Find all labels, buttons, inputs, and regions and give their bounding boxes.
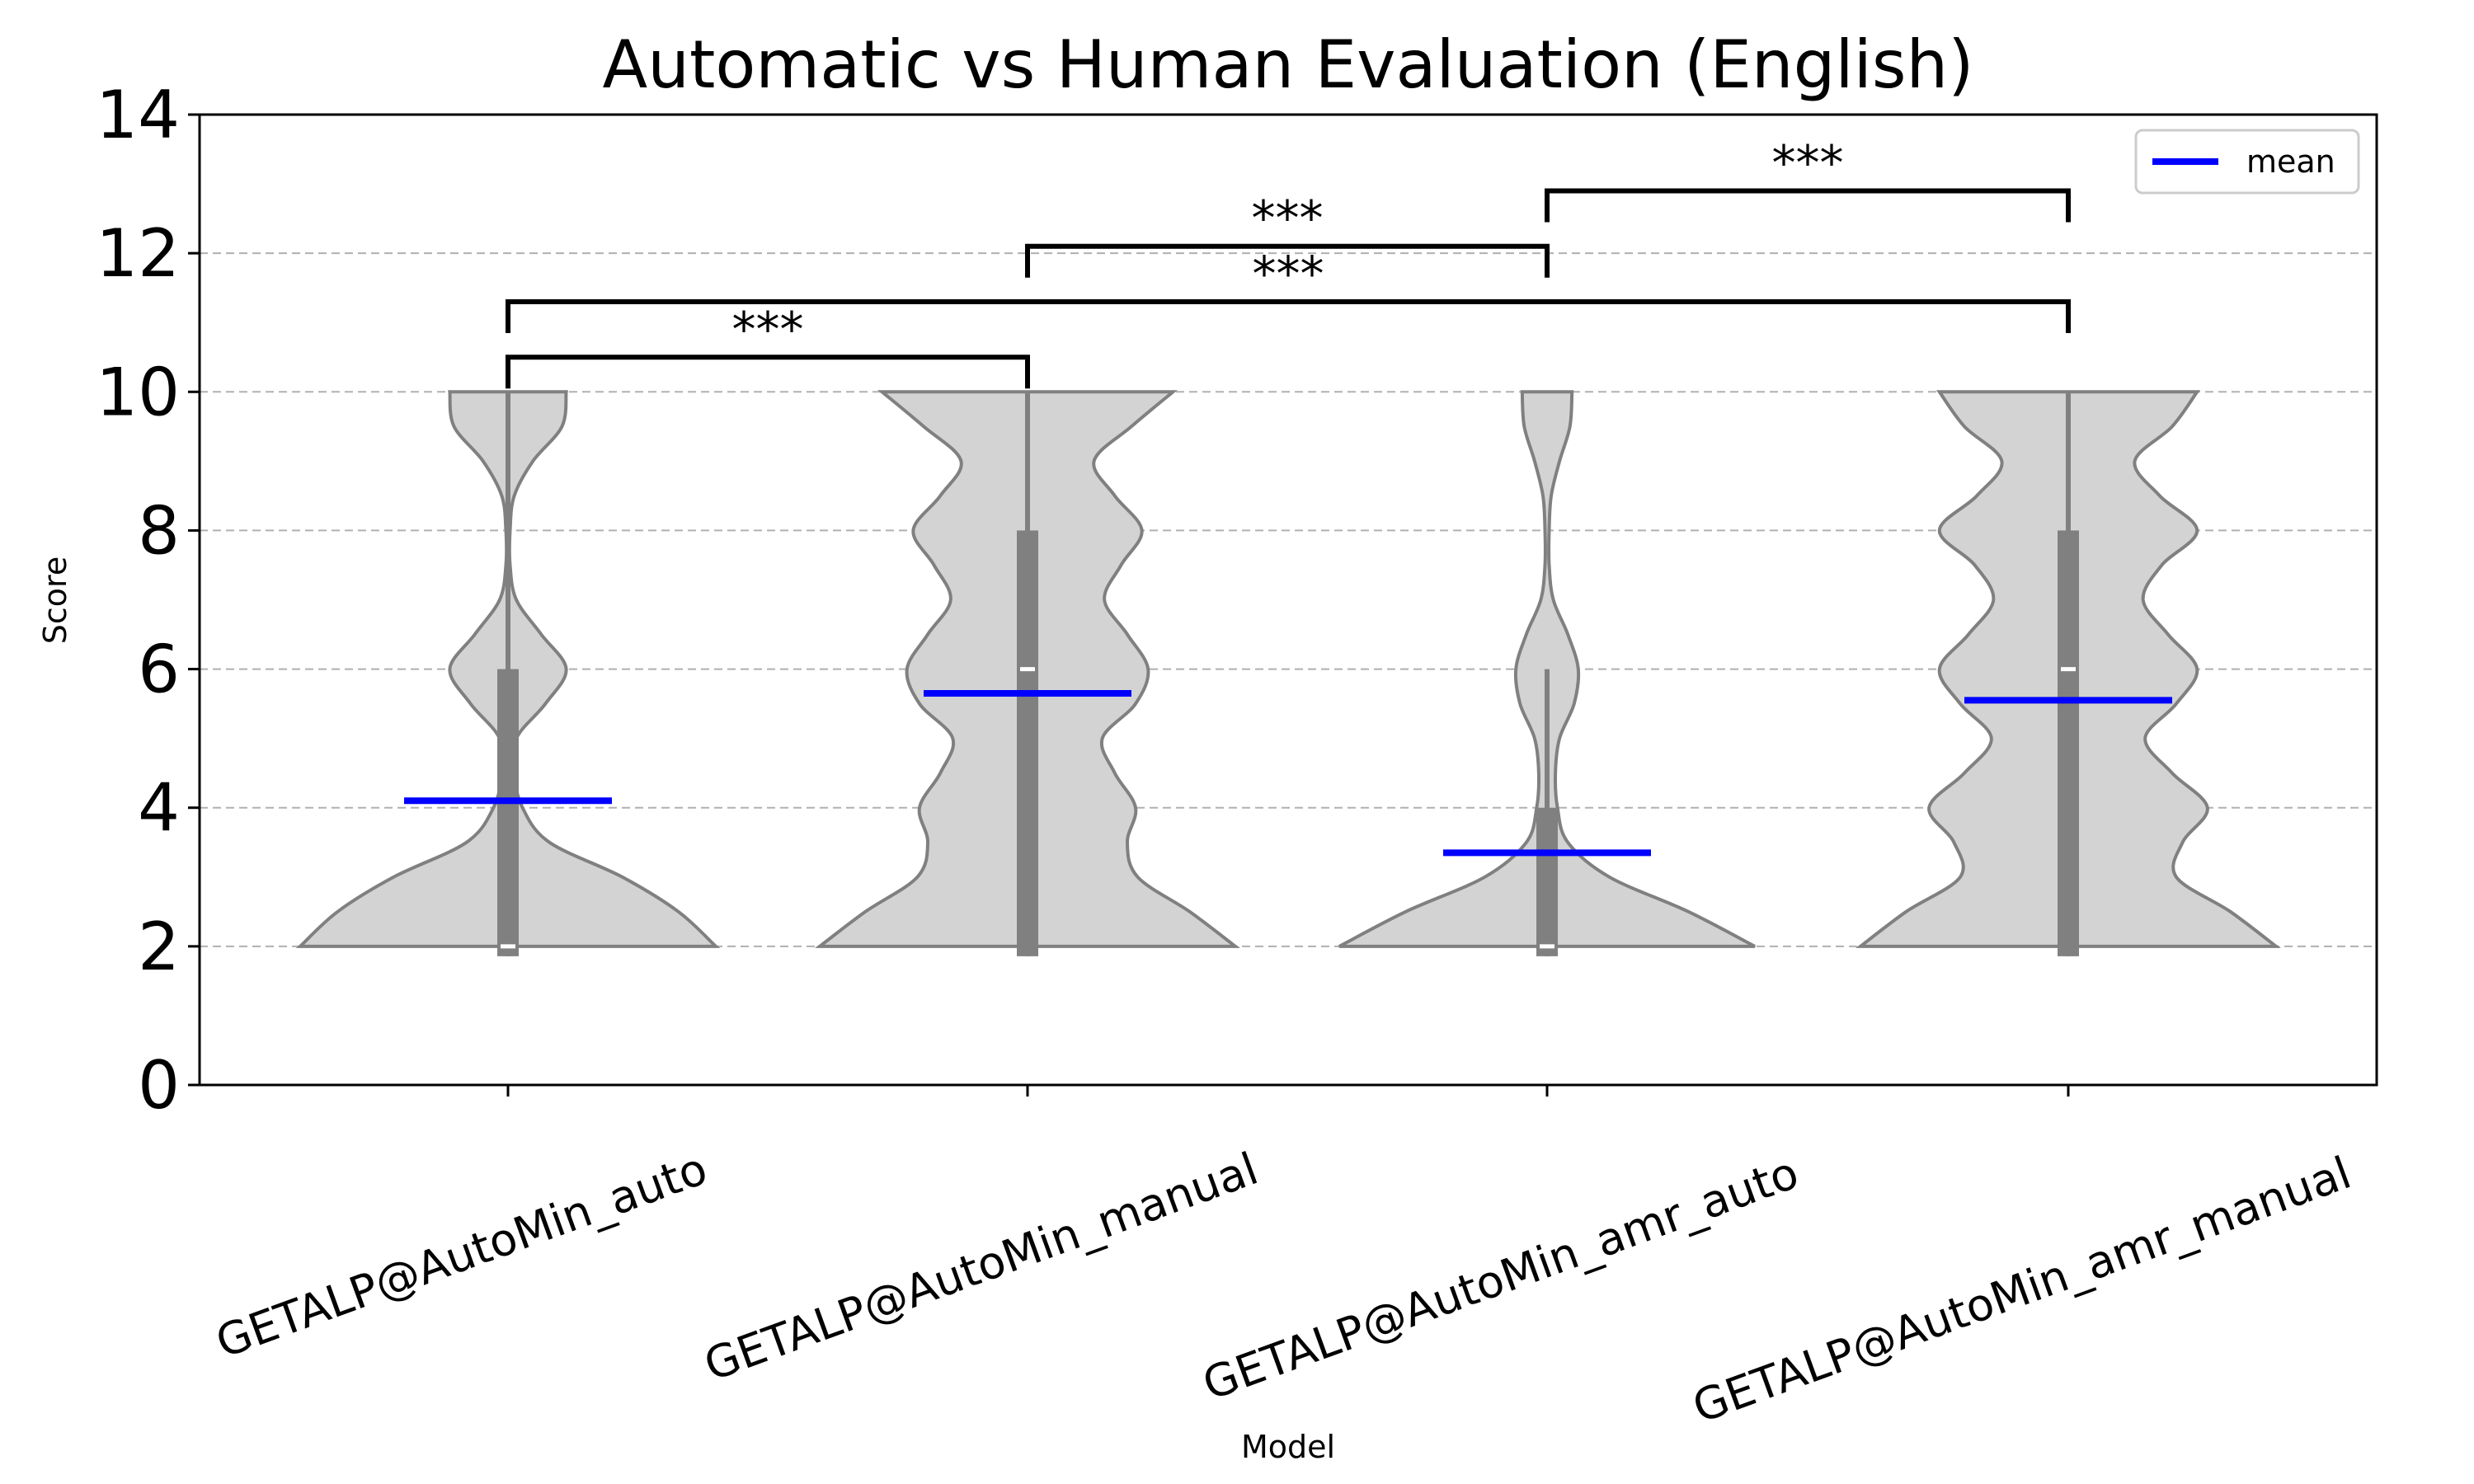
- significance-label: ***: [1252, 190, 1324, 247]
- significance-bracket: [1025, 243, 1550, 278]
- x-tick-label: GETALP@AutoMin_auto: [209, 1143, 714, 1369]
- significance-bracket: [506, 355, 1030, 389]
- significance-label: ***: [1253, 246, 1324, 302]
- x-tick-label: GETALP@AutoMin_manual: [698, 1143, 1265, 1392]
- y-tick-label: 14: [96, 77, 180, 153]
- y-tick-label: 2: [138, 909, 180, 985]
- violin-iqr-box: [497, 669, 519, 956]
- y-tick-label: 4: [138, 770, 180, 847]
- plot-frame: [198, 113, 2378, 1087]
- y-axis-label: Score: [37, 556, 73, 644]
- violin-iqr-box: [2058, 530, 2079, 956]
- y-tick-label: 12: [96, 215, 180, 292]
- x-tick-label: GETALP@AutoMin_amr_auto: [1196, 1147, 1805, 1411]
- significance-label: ***: [732, 301, 804, 357]
- violin-iqr-box: [1017, 530, 1038, 956]
- legend-box: [2134, 129, 2360, 195]
- violins: [295, 390, 2281, 956]
- chart-title: Automatic vs Human Evaluation (English): [603, 26, 1974, 103]
- legend: mean: [2134, 129, 2360, 195]
- x-axis-label: Model: [1241, 1429, 1335, 1465]
- y-tick-label: 0: [138, 1047, 180, 1124]
- legend-mean-label: mean: [2246, 143, 2335, 180]
- significance-bracket: [506, 298, 2071, 333]
- violin-iqr-box: [1536, 807, 1558, 956]
- y-tick-label: 6: [138, 632, 180, 708]
- y-tick-label: 10: [96, 354, 180, 430]
- significance-bracket: [1545, 188, 2071, 223]
- significance-brackets: ************: [506, 134, 2071, 389]
- y-tick-label: 8: [138, 492, 180, 569]
- significance-label: ***: [1772, 134, 1844, 190]
